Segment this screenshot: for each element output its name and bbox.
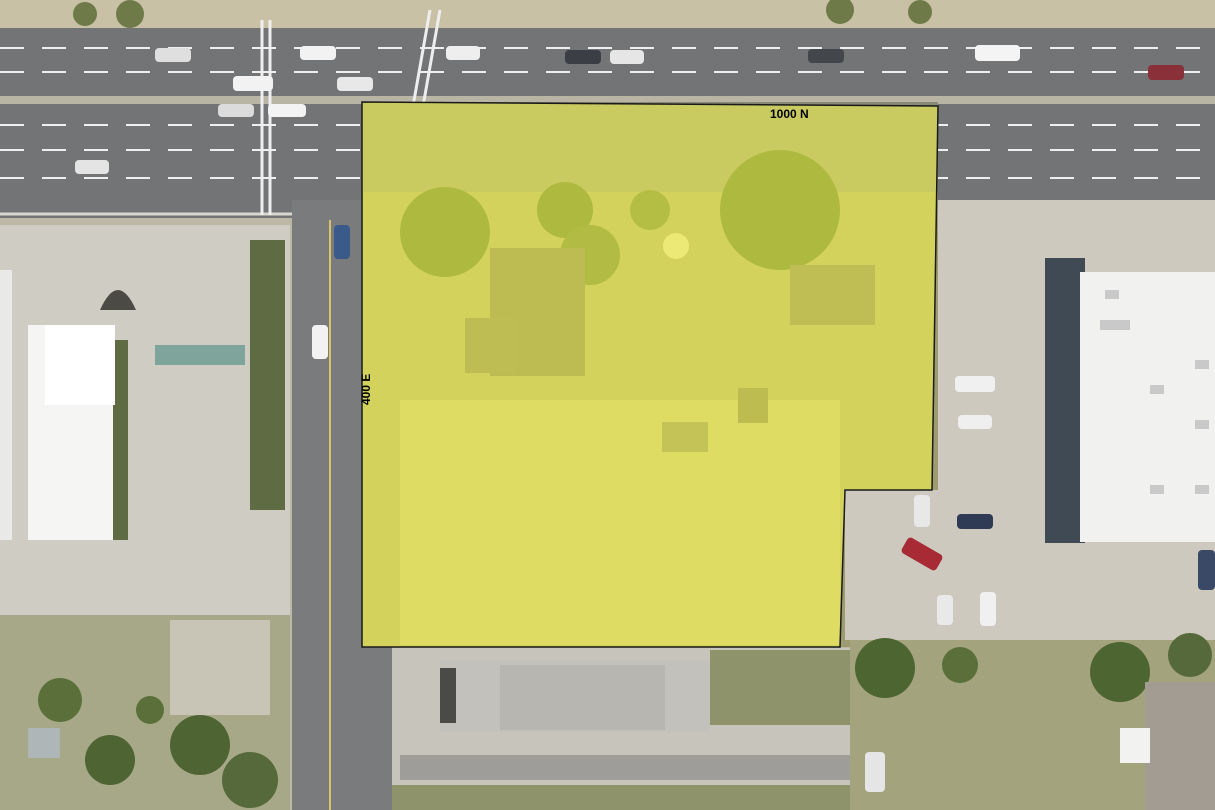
shrub	[116, 0, 144, 28]
east-building-shadow	[1045, 258, 1085, 543]
tree	[1090, 642, 1150, 702]
building-edge	[0, 270, 12, 540]
east-house-roof	[1120, 728, 1150, 763]
north-landscape-strip	[0, 0, 1215, 30]
car	[1198, 550, 1215, 590]
car	[218, 104, 254, 117]
tree	[38, 678, 82, 722]
car	[957, 514, 993, 529]
car	[75, 160, 109, 174]
car	[1148, 65, 1184, 80]
road-median	[0, 96, 1215, 104]
south-grass	[392, 785, 852, 810]
car	[937, 595, 953, 625]
car	[914, 495, 930, 527]
canopy	[155, 345, 245, 365]
car	[565, 50, 601, 64]
car	[865, 752, 885, 792]
drive-thru-arch	[100, 290, 136, 310]
street-label-1000-n: 1000 N	[770, 107, 809, 121]
shrub	[908, 0, 932, 24]
small-roof	[28, 728, 60, 758]
southwest-pavement	[170, 620, 270, 715]
tree	[1168, 633, 1212, 677]
tree	[170, 715, 230, 775]
car	[300, 46, 336, 60]
car	[334, 225, 350, 259]
white-building-roof	[45, 325, 115, 405]
tree	[222, 752, 278, 808]
shrub	[73, 2, 97, 26]
west-landscape-strip	[250, 240, 285, 510]
tree	[942, 647, 978, 683]
south-parking	[400, 755, 850, 780]
parcel-highlight[interactable]	[361, 101, 939, 648]
east-house-roof	[1145, 682, 1215, 810]
car	[975, 45, 1020, 61]
vehicles	[75, 45, 1215, 792]
car	[955, 376, 995, 392]
car	[980, 592, 996, 626]
tree	[85, 735, 135, 785]
car	[268, 104, 306, 117]
east-building-roof	[1080, 272, 1215, 542]
car	[312, 325, 328, 359]
car	[446, 46, 480, 60]
car	[155, 48, 191, 62]
shrub	[826, 0, 854, 24]
car	[958, 415, 992, 429]
tree	[136, 696, 164, 724]
tree	[855, 638, 915, 698]
car	[901, 537, 943, 571]
car	[808, 49, 844, 63]
car	[610, 50, 644, 64]
car	[337, 77, 373, 91]
south-grass	[710, 650, 850, 725]
car	[233, 76, 273, 91]
south-building-shadow	[440, 668, 456, 723]
roof-vents	[1100, 290, 1209, 494]
south-building-roof	[500, 665, 665, 730]
street-label-400-e: 400 E	[359, 374, 373, 405]
